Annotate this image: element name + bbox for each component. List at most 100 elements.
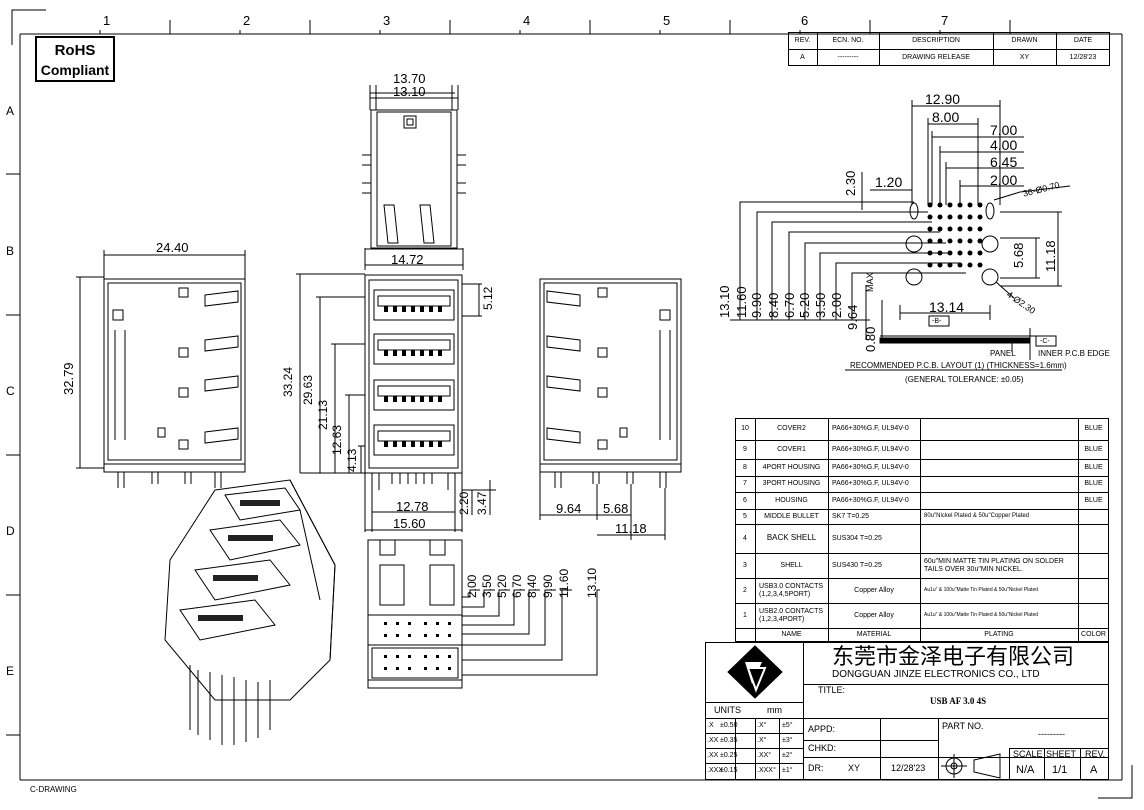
bom-name: COVER1: [777, 445, 806, 453]
dim-label: 13.10: [393, 84, 426, 99]
rohs-line2: Compliant: [40, 62, 110, 78]
col-label: 5: [663, 13, 671, 28]
bom-header-name: NAME: [781, 631, 802, 639]
front-view: [296, 273, 496, 532]
bom-name: COVER2: [777, 425, 806, 433]
bom-name: USB3.0 CONTACTS (1,2,3,4,5PORT): [759, 583, 824, 598]
logo-mark: [727, 645, 783, 699]
tol-cell: ±1°: [782, 767, 793, 774]
title-value: USB AF 3.0 4S: [930, 696, 987, 706]
bom-name: 3PORT HOUSING: [762, 480, 821, 488]
bom-color: BLUE: [1084, 496, 1103, 504]
bom-material: PA66+30%G.F, UL94V-0: [832, 425, 909, 433]
dim-label: 24.40: [156, 240, 189, 255]
dim-label: 15.60: [393, 516, 426, 531]
bom-header-color: COLOR: [1081, 631, 1106, 639]
dr-value: XY: [848, 763, 861, 773]
bom-name: 4PORT HOUSING: [762, 463, 821, 471]
dim-label: 9.64: [845, 304, 860, 330]
company-name-en: DONGGUAN JINZE ELECTRONICS CO., LTD: [832, 669, 1040, 680]
row-label: A: [6, 104, 15, 118]
scale-label: SCALE: [1013, 749, 1043, 759]
rev-value: A: [1090, 764, 1098, 776]
dim-label: 12.63: [330, 424, 344, 455]
drawn-header: DRAWN: [1011, 36, 1038, 44]
dim-label: 6.70: [782, 292, 797, 318]
sheet-value: 1/1: [1052, 764, 1068, 776]
rohs-badge: RoHS Compliant: [35, 36, 115, 82]
dim-label: 2.30: [843, 170, 858, 196]
dim-label: 13.14: [929, 299, 965, 315]
dim-label: 21.13: [316, 399, 330, 430]
left-view: [76, 250, 246, 488]
col-label: 6: [801, 13, 809, 28]
isometric-view: [164, 479, 336, 745]
bom-material: SUS304 T=0.25: [832, 534, 882, 542]
bom-no: 2: [743, 586, 747, 594]
dim-label: 12.78: [396, 499, 429, 514]
tol-cell: ±3°: [782, 737, 793, 744]
dim-label: 9.64: [556, 501, 582, 516]
dim-label: 14.72: [391, 252, 424, 267]
dim-label: 32.79: [61, 362, 76, 395]
dr-date: 12/28'23: [891, 763, 926, 773]
sheet-frame: [6, 9, 1133, 799]
tol-cell: ±0.50: [720, 722, 738, 729]
dim-label: 3.50: [480, 574, 494, 598]
dr-label: DR:: [808, 763, 824, 773]
dim-label: 8.00: [932, 109, 960, 125]
description-value: DRAWING RELEASE: [902, 53, 970, 61]
dim-label: 11.60: [557, 568, 571, 598]
tol-cell: ±0.35: [720, 737, 738, 744]
dim-label: 13.10: [717, 285, 732, 318]
bom-material: PA66+30%G.F, UL94V-0: [832, 496, 909, 504]
bom-no: 5: [743, 512, 747, 520]
bom-material: SUS430 T=0.25: [832, 561, 882, 569]
dim-label: 5.68: [1011, 242, 1026, 268]
tol-cell: .X: [707, 722, 714, 729]
tol-cell: .XXX: [707, 767, 723, 774]
rev-header: REV.: [794, 36, 811, 44]
dim-label: 2.00: [829, 292, 844, 318]
dim-label: 5.68: [603, 501, 629, 516]
inner-edge-label: INNER P.C.B EDGE: [1038, 349, 1110, 358]
tol-cell: .XX°: [757, 752, 772, 759]
bottom-view: [367, 539, 600, 689]
bom-no: 10: [741, 425, 749, 433]
drawn-value: XY: [1019, 53, 1030, 61]
dim-label: 5.20: [797, 292, 812, 318]
date-value: 12/28'23: [1069, 53, 1097, 61]
col-label: 3: [383, 13, 391, 28]
rev-label: REV.: [1085, 749, 1106, 759]
dim-label: 9.90: [541, 574, 555, 598]
dim-label: 2.00: [465, 574, 479, 598]
dim-label: 4.13: [345, 448, 359, 472]
bom-color: BLUE: [1084, 480, 1103, 488]
tol-cell: .X°: [757, 737, 767, 744]
dim-label: 5.12: [481, 286, 495, 310]
dim-label: 11.18: [1043, 240, 1058, 272]
tol-cell: .X°: [757, 722, 767, 729]
dim-label: 13.10: [585, 567, 599, 598]
dim-label: 6.45: [990, 154, 1018, 170]
bom-material: PA66+30%G.F, UL94V-0: [832, 463, 909, 471]
bom-plating: Au1u" & 100u"Matte Tin Plated & 50u"Nick…: [924, 586, 1039, 593]
bom-no: 9: [743, 445, 747, 453]
dim-label: 7.00: [990, 122, 1018, 138]
bom-material: PA66+30%G.F, UL94V-0: [832, 445, 909, 453]
bom-no: 1: [743, 611, 747, 619]
bom-name: MIDDLE BULLET: [764, 512, 819, 520]
datum-b: -B-: [932, 318, 942, 325]
col-label: 7: [941, 13, 949, 28]
right-view: [539, 278, 682, 540]
dim-label: 12.90: [925, 91, 961, 107]
tol-cell: .XX: [707, 752, 719, 759]
panel-label: PANEL: [990, 349, 1016, 358]
row-label: B: [6, 244, 15, 258]
bom-material: SK7 T=0.25: [832, 512, 870, 520]
sheet-label: SHEET: [1046, 749, 1077, 759]
part-no-value: ---------: [1038, 729, 1065, 739]
company-name-cn: 东莞市金泽电子有限公司: [832, 644, 1075, 669]
bom-plating: 80u"Nickel Plated & 50u"Copper Plated: [924, 513, 1029, 520]
